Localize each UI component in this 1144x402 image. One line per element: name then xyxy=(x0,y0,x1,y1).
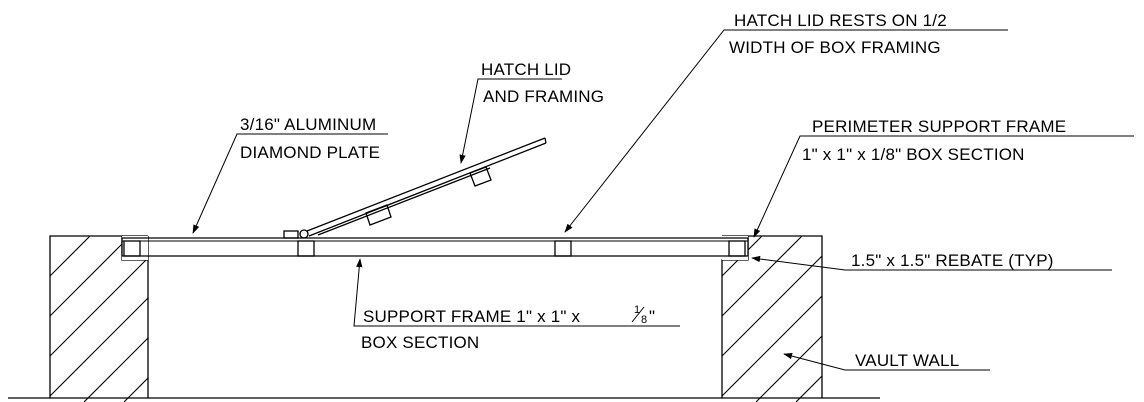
leader-rebate xyxy=(751,255,1112,271)
label-rests-line2: WIDTH OF BOX FRAMING xyxy=(729,38,941,57)
right-wall-hatching xyxy=(722,236,822,402)
svg-text:": " xyxy=(649,307,655,326)
left-wall-hatching xyxy=(50,236,370,402)
hatch-frame-assembly xyxy=(121,237,749,257)
open-hatch-lid xyxy=(306,137,547,237)
hinge-frame-member xyxy=(297,240,315,257)
label-hatch-lid-line2: AND FRAMING xyxy=(483,87,604,106)
left-perimeter-box xyxy=(123,240,141,257)
leader-perimeter xyxy=(753,135,1134,238)
mid-frame-member xyxy=(554,240,572,257)
label-plate-line1: 3/16" ALUMINUM xyxy=(240,115,376,134)
hatch-line xyxy=(722,236,723,237)
hatch-line xyxy=(83,337,148,402)
hinge xyxy=(283,229,309,239)
hatch-line xyxy=(755,335,822,402)
hatch-line xyxy=(123,377,148,402)
hatch-line xyxy=(164,236,330,402)
right-perimeter-box xyxy=(728,240,746,257)
label-support-line2: BOX SECTION xyxy=(361,333,479,352)
label-hatch-lid-line1: HATCH LID xyxy=(481,60,571,79)
label-plate-line2: DIAMOND PLATE xyxy=(240,143,380,162)
hatch-line xyxy=(50,236,131,317)
hatch-line xyxy=(722,255,822,357)
hatch-line xyxy=(50,257,148,357)
hatch-line xyxy=(722,295,822,397)
hatch-line xyxy=(722,236,803,317)
leader-support-frame xyxy=(353,258,680,327)
svg-text:8: 8 xyxy=(641,314,647,326)
leader-rests xyxy=(564,29,1008,233)
hatch-line xyxy=(204,236,370,402)
label-rests-line1: HATCH LID RESTS ON 1/2 xyxy=(734,11,947,30)
label-support-fraction: 1 8 " xyxy=(631,304,655,326)
hatch-line xyxy=(722,236,763,277)
label-rebate: 1.5" x 1.5" REBATE (TYP) xyxy=(851,251,1054,270)
label-perimeter-line2: 1" x 1" x 1/8" BOX SECTION xyxy=(802,145,1025,164)
leader-vault-wall xyxy=(783,353,990,371)
label-support-line1: SUPPORT FRAME 1" x 1" x xyxy=(363,307,581,326)
label-vault-wall: VAULT WALL xyxy=(855,351,959,370)
hatch-line xyxy=(50,236,91,277)
hatch-line xyxy=(50,236,51,237)
leader-hatch-lid xyxy=(459,78,562,164)
leader-diamond-plate xyxy=(192,133,388,234)
hatch-line xyxy=(50,297,148,397)
label-perimeter-line1: PERIMETER SUPPORT FRAME xyxy=(812,117,1066,136)
svg-text:1: 1 xyxy=(634,304,640,316)
